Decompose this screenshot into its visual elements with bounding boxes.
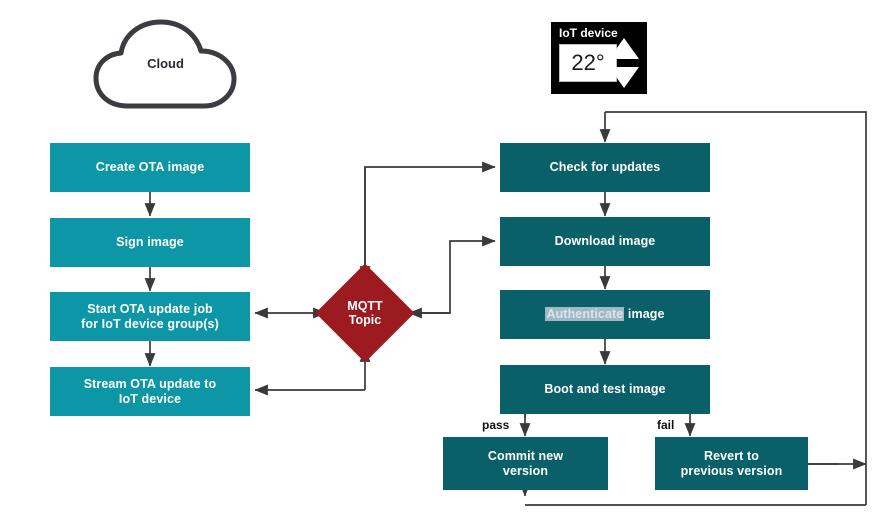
node-check-for-updates[interactable]: Check for updates	[500, 143, 710, 192]
cloud-label: Cloud	[147, 56, 184, 71]
node-label: Start OTA update job for IoT device grou…	[81, 302, 219, 332]
node-label-line2: previous version	[680, 463, 783, 478]
node-boot-and-test-image[interactable]: Boot and test image	[500, 365, 710, 414]
node-stream-ota-update[interactable]: Stream OTA update to IoT device	[50, 367, 250, 416]
node-authenticate-image[interactable]: Authenticate image	[500, 290, 710, 339]
node-label-line1: Start OTA update job	[87, 301, 213, 316]
node-label-rest: image	[624, 307, 665, 321]
mqtt-label-line1: MQTT	[347, 299, 383, 313]
edge-label-fail: fail	[657, 418, 675, 432]
cloud-icon	[93, 19, 237, 109]
node-label-line2: IoT device	[118, 391, 182, 406]
mqtt-label-line2: Topic	[348, 313, 382, 327]
cloud-shape: Cloud	[88, 14, 243, 114]
node-sign-image[interactable]: Sign image	[50, 218, 250, 267]
node-label: Stream OTA update to IoT device	[84, 377, 217, 407]
node-create-ota-image[interactable]: Create OTA image	[50, 143, 250, 192]
node-label: Check for updates	[549, 160, 661, 174]
node-label-line2: version	[502, 463, 549, 478]
node-label: Sign image	[116, 235, 184, 249]
edge-mqtt-to-checkupdates	[364, 161, 496, 281]
iot-stepper[interactable]	[609, 38, 639, 88]
node-label: Commit new version	[488, 449, 563, 479]
node-label-line1: Commit new	[487, 448, 564, 463]
node-download-image[interactable]: Download image	[500, 217, 710, 266]
selected-text: Authenticate	[545, 307, 625, 321]
node-mqtt-topic[interactable]: MQTT Topic	[315, 263, 415, 363]
node-start-ota-update-job[interactable]: Start OTA update job for IoT device grou…	[50, 292, 250, 341]
node-label-line1: Stream OTA update to	[83, 376, 217, 391]
edge-label-pass: pass	[482, 418, 510, 432]
edge-mqtt-to-downloadimage	[405, 235, 496, 314]
node-commit-new-version[interactable]: Commit new version	[443, 437, 608, 490]
node-label: Authenticate image	[545, 307, 664, 322]
node-label: Revert to previous version	[681, 449, 783, 479]
node-label: Create OTA image	[95, 160, 205, 174]
node-label: Download image	[554, 234, 656, 248]
node-label: Boot and test image	[544, 382, 666, 396]
iot-temperature-display: 22°	[559, 44, 617, 82]
triangle-up-icon[interactable]	[609, 38, 639, 59]
mqtt-label: MQTT Topic	[347, 299, 382, 327]
triangle-down-icon[interactable]	[609, 67, 639, 88]
iot-device-label: IoT device	[559, 26, 618, 40]
node-label-line2: for IoT device group(s)	[81, 316, 219, 331]
node-revert-to-previous-version[interactable]: Revert to previous version	[655, 437, 808, 490]
node-label-line1: Revert to	[703, 448, 760, 463]
iot-device-widget: IoT device 22°	[551, 22, 647, 94]
